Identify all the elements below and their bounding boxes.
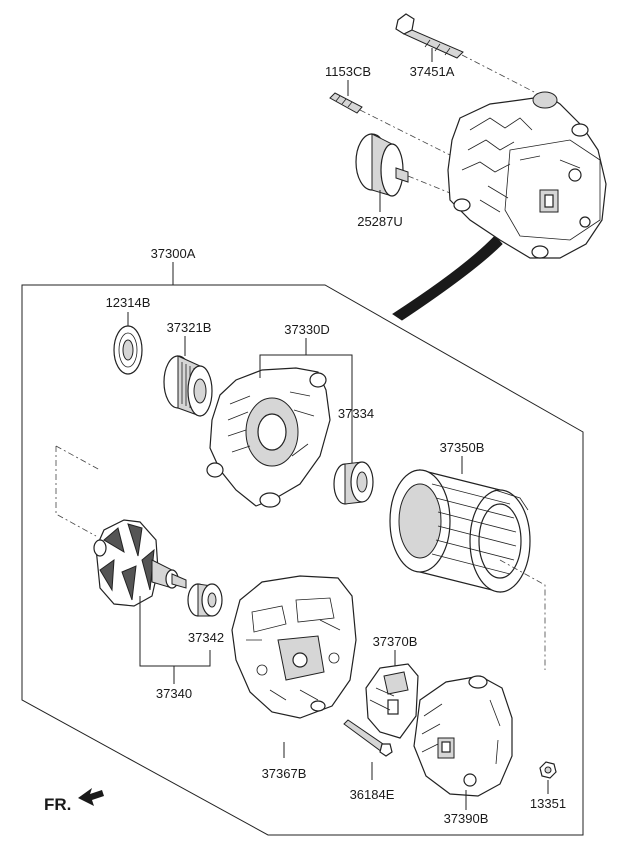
label-37340: 37340 [156,686,192,701]
rotor-guide [55,446,97,537]
assembly-frame [21,284,584,836]
brush-holder-icon [365,663,419,739]
label-37321B: 37321B [167,320,212,335]
front-bracket-icon [206,367,331,508]
nut-icon [539,761,557,779]
rotor-guide-2 [55,445,101,471]
label-37367B: 37367B [262,766,307,781]
assembly-pointer [392,235,503,321]
stator-icon [389,469,531,593]
rear-bracket-icon [231,575,357,719]
through-bolt-icon [343,719,393,757]
stud-centerline [359,109,461,161]
label-37370B: 37370B [373,634,418,649]
label-37390B: 37390B [444,811,489,826]
label-37300A: 37300A [151,246,196,261]
clutch-pulley-icon [163,355,213,417]
direction-marker-label: FR. [44,795,71,814]
label-1153CB: 1153CB [325,64,371,79]
label-25287U: 25287U [357,214,403,229]
label-36184E: 36184E [350,787,395,802]
bearing-icon [333,461,374,505]
label-37334: 37334 [338,406,374,421]
label-13351: 13351 [530,796,566,811]
rear-cover-icon [413,675,513,797]
pulley-centerline [407,175,456,196]
alternator-assembly-icon [447,91,607,259]
pulley-icon [355,133,409,197]
label-37330D: 37330D [284,322,330,337]
bolt-icon [395,13,464,59]
label-37350B: 37350B [440,440,485,455]
stud-icon [329,92,363,114]
label-37451A: 37451A [410,64,455,79]
seal-ring-icon [113,325,143,375]
forward-arrow-icon [78,788,104,806]
stator-guide [499,559,546,670]
rotor-icon [93,519,187,607]
bolt-centerline [461,54,541,96]
rear-bearing-icon [187,583,223,617]
label-12314B: 12314B [106,295,151,310]
label-37342: 37342 [188,630,224,645]
bracket-37340 [139,596,211,667]
